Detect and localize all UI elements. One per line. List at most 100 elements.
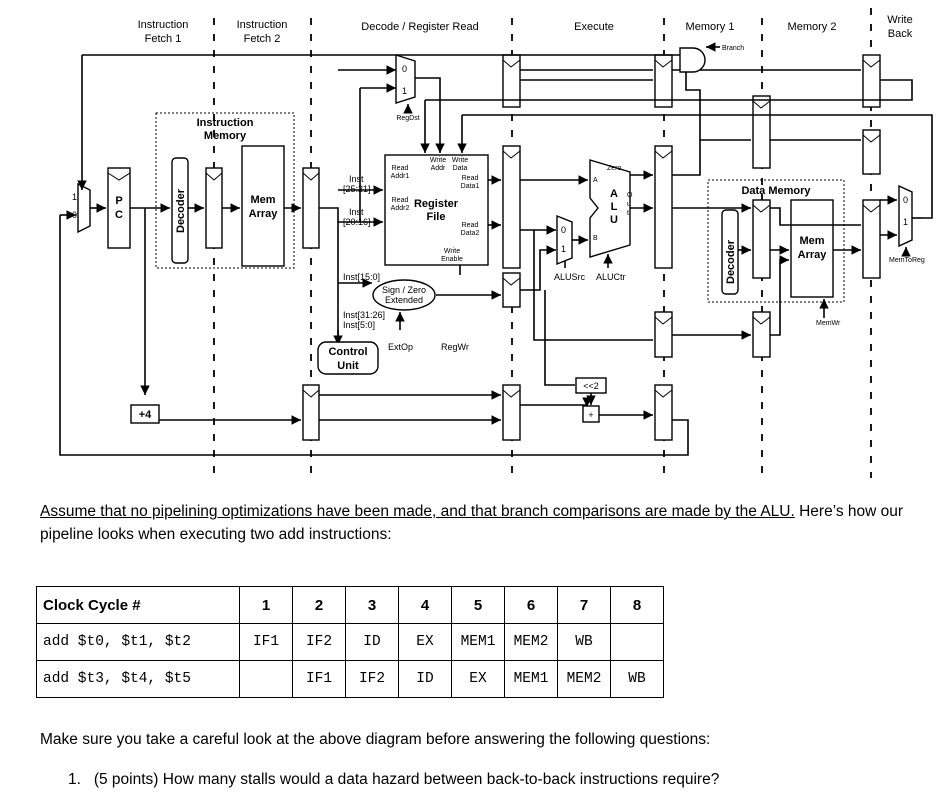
table-header-cell: 4 <box>398 586 452 624</box>
memory-wires <box>738 195 897 336</box>
table-cell: MEM1 <box>451 623 505 661</box>
table-cell: WB <box>610 660 664 698</box>
sign-extend-label-1: Sign / Zero <box>382 285 426 295</box>
control-unit-label-2: Unit <box>337 360 359 372</box>
rf-read-data2-a: Read <box>462 222 479 229</box>
alusrc-mux: 0 1 <box>556 214 573 266</box>
aluctr-label: ALUCtr <box>596 272 626 282</box>
rf-read-data1-a: Read <box>462 175 479 182</box>
pipeline-register-id-ext <box>502 272 521 308</box>
pipeline-register-pc <box>107 167 131 249</box>
decode-wires <box>319 65 653 425</box>
instruction-paragraph: Make sure you take a careful look at the… <box>40 731 711 748</box>
branch-adder-label: + <box>588 410 593 420</box>
table-row: add $t3, $t4, $t5 IF1 IF2 ID EX MEM1 MEM… <box>36 660 664 698</box>
stage-wb-line1: Write <box>887 14 912 26</box>
pipeline-register-ex-bottom <box>654 384 673 441</box>
table-cell: IF1 <box>239 623 293 661</box>
table-cell: add $t3, $t4, $t5 <box>36 660 240 698</box>
table-cell: IF2 <box>292 623 346 661</box>
rf-write-data-a: Write <box>452 157 468 164</box>
pipeline-register-mem1-main <box>752 199 771 279</box>
table-row: add $t0, $t1, $t2 IF1 IF2 ID EX MEM1 MEM… <box>36 623 664 661</box>
branch-label: Branch <box>722 45 744 52</box>
rf-write-data-b: Data <box>453 165 468 172</box>
instruction-memory-label-1: Instruction <box>197 117 254 129</box>
pipeline-register-id-bottom <box>502 384 521 441</box>
shift-left-2 <box>575 377 607 394</box>
branch-adder <box>582 405 600 423</box>
table-cell: MEM2 <box>504 623 558 661</box>
pipeline-registers <box>107 54 881 441</box>
rf-write-enable-b: Enable <box>441 256 463 263</box>
inst-5-0: Inst[5:0] <box>343 320 375 330</box>
data-memory-box <box>707 179 845 303</box>
pc-label-p: P <box>115 195 122 207</box>
pc-mux-input-1: 1 <box>72 192 77 202</box>
rf-write-enable-a: Write <box>444 248 460 255</box>
assumption-underlined: Assume that no pipelining optimizations … <box>40 503 795 520</box>
inst-31-26: Inst[31:26] <box>343 310 385 320</box>
table-cell: IF1 <box>292 660 346 698</box>
regdst-mux-1: 1 <box>402 86 407 96</box>
table-cell: MEM1 <box>504 660 558 698</box>
rf-read-data2-b: Data2 <box>461 230 480 237</box>
dmem-decoder <box>721 209 739 295</box>
stage-mem1-line1: Memory 1 <box>686 21 735 33</box>
stage-if2-line2: Fetch 2 <box>244 33 281 45</box>
table-header-cell: 8 <box>610 586 664 624</box>
rf-write-addr-a: Write <box>430 157 446 164</box>
pipeline-register-if2 <box>302 167 320 249</box>
pipeline-register-mem1-top <box>752 95 771 169</box>
control-unit <box>317 341 379 375</box>
execute-wires <box>520 139 861 420</box>
inst-20-16-b: [20:16] <box>343 217 371 227</box>
imem-decoder-label: Decoder <box>175 188 187 233</box>
regdst-mux: 0 1 <box>395 54 416 104</box>
table-header-cell: 7 <box>557 586 611 624</box>
table-cell: EX <box>398 623 452 661</box>
memtoreg-mux-1: 1 <box>903 217 908 227</box>
stage-id-line1: Decode / Register Read <box>361 21 478 33</box>
alu-out-t: t <box>627 210 629 217</box>
pc-adder <box>130 404 160 424</box>
rf-write-addr-b: Addr <box>431 165 446 172</box>
table-cell: EX <box>451 660 505 698</box>
table-header-cell: 5 <box>451 586 505 624</box>
pipeline-register-ex-top <box>654 54 673 108</box>
dmem-array-label-2: Array <box>798 249 828 261</box>
regdst-label: RegDst <box>396 115 419 122</box>
assumption-rest: Here’s how our pipeline looks when execu… <box>40 503 904 543</box>
alu-out-u: u <box>627 201 631 208</box>
sign-extend-unit <box>372 279 436 311</box>
pipeline-register-id-top <box>502 54 521 108</box>
table-cell: WB <box>557 623 611 661</box>
pipeline-register-if1 <box>205 167 223 249</box>
table-cell <box>610 623 664 661</box>
assumption-paragraph: Assume that no pipelining optimizations … <box>40 500 920 546</box>
imem-array-label-2: Array <box>249 208 279 220</box>
table-cell: MEM2 <box>557 660 611 698</box>
imem-array-label-1: Mem <box>250 194 275 206</box>
pipeline-register-mem2-main <box>862 199 881 279</box>
table-header-cell: 2 <box>292 586 346 624</box>
memwr-label: MemWr <box>816 320 841 327</box>
alu <box>589 159 631 258</box>
data-memory-label: Data Memory <box>741 185 811 197</box>
rf-read-addr1-a: Read <box>392 165 409 172</box>
pc-label-c: C <box>115 209 123 221</box>
stage-mem2-line1: Memory 2 <box>788 21 837 33</box>
alusrc-label: ALUSrc <box>554 272 586 282</box>
register-file-label-1: Register <box>414 198 459 210</box>
instruction-memory-label-2: Memory <box>204 130 247 142</box>
alu-zero-label: Zero <box>607 165 622 172</box>
pc-adder-label: +4 <box>139 409 152 421</box>
question-1: 1. (5 points) How many stalls would a da… <box>68 771 720 788</box>
alu-out-o: O <box>627 192 633 199</box>
rf-read-addr2-a: Read <box>392 197 409 204</box>
pipeline-register-mem1-mid <box>752 311 771 358</box>
extop-label: ExtOp <box>388 342 413 352</box>
pc-mux: 1 0 <box>72 182 91 234</box>
table-cell <box>239 660 293 698</box>
fetch-wires <box>59 54 689 456</box>
